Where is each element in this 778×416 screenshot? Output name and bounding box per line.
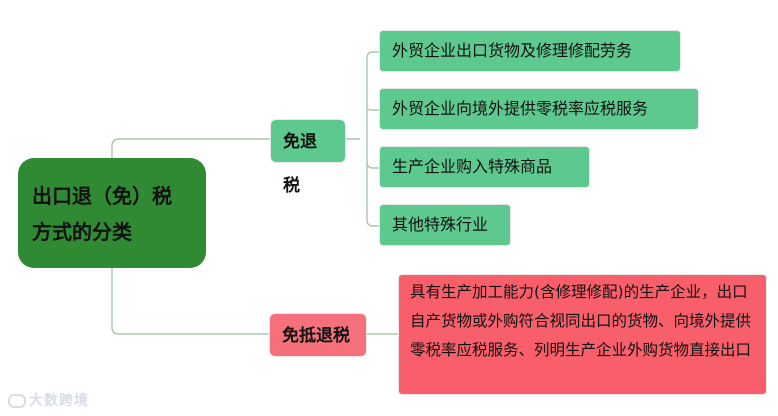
connector-root-mianditui [111,268,269,335]
leaf-node: 外贸企业向境外提供零税率应税服务 [379,88,699,130]
watermark: 大数跨境 [8,390,89,410]
root-title-line2: 方式的分类 [32,220,132,244]
root-title-line1: 出口退（免）税 [32,184,172,208]
root-node: 出口退（免）税 方式的分类 [18,158,206,268]
connector-branch1-leaves [346,51,379,227]
leaf-node: 外贸企业出口货物及修理修配劳务 [379,30,681,72]
leaf-node: 其他特殊行业 [379,204,511,246]
branch-miandituishui: 免抵退税 [269,313,367,357]
branch-mianshuishui: 免退税 [270,119,346,196]
watermark-text: 大数跨境 [29,393,89,409]
watermark-logo-icon [8,394,26,408]
leaf-node: 生产企业购入特殊商品 [379,146,590,188]
connector-root-mianshuishui [111,138,270,158]
miandituishui-description: 具有生产加工能力(含修理修配)的生产企业，出口自产货物或外购符合视同出口的货物、… [398,274,767,395]
